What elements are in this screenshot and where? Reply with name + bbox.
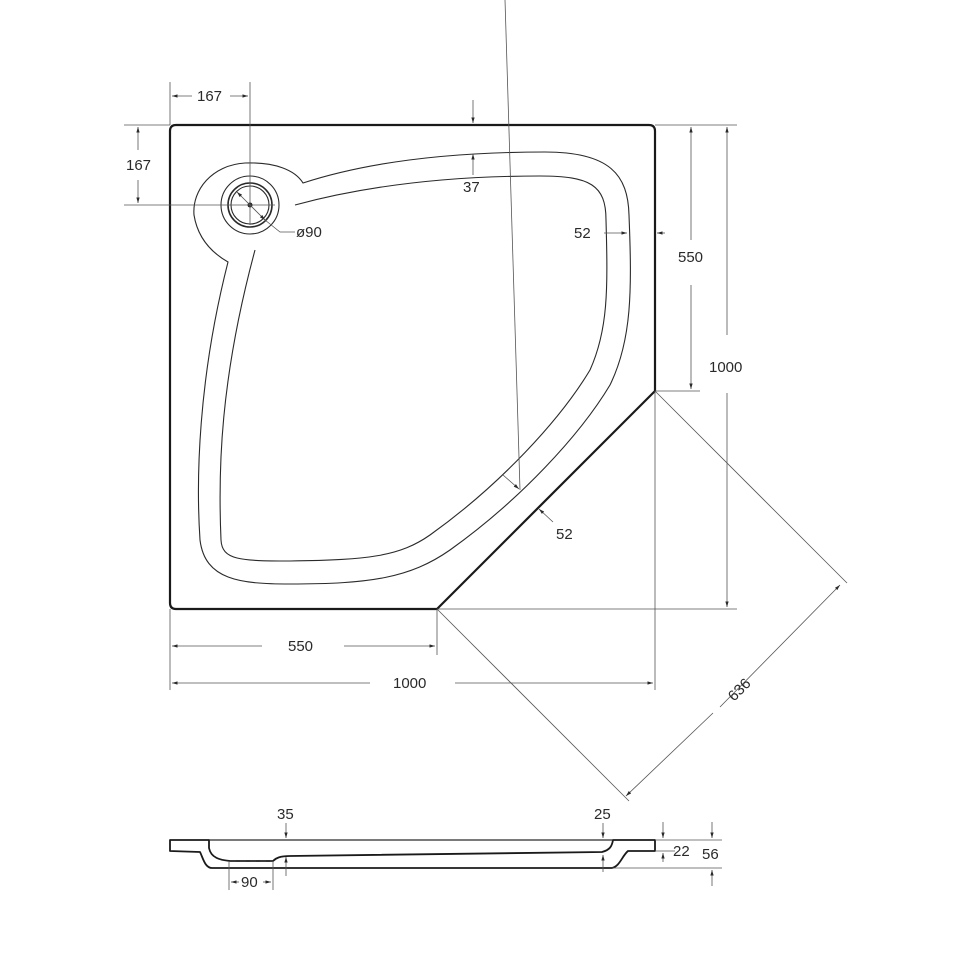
plan-view: ø90 167 167 37 52 52 550 <box>124 0 848 802</box>
section-profile <box>169 839 656 869</box>
rim-right-label: 52 <box>574 225 591 242</box>
basin-inner-edge <box>219 175 608 562</box>
width-total-label: 1000 <box>393 675 426 692</box>
depth-left-label: 35 <box>277 806 294 823</box>
section-view: 35 25 90 22 56 <box>169 806 722 891</box>
basin-outer-edge <box>193 151 631 585</box>
rim-diagonal-label: 52 <box>556 526 573 543</box>
drain-diameter-label: ø90 <box>296 224 322 241</box>
tray-outline <box>168 123 657 611</box>
drain-offset-x-label: 167 <box>197 88 222 105</box>
diagonal-label: 636 <box>725 675 755 705</box>
depth-right-label: 25 <box>594 806 611 823</box>
rim-top-label: 37 <box>463 179 480 196</box>
height-total-label: 1000 <box>709 359 742 376</box>
side-bottom-label: 550 <box>288 638 313 655</box>
side-right-label: 550 <box>678 249 703 266</box>
drain-width-label: 90 <box>241 874 258 891</box>
flange-label: 22 <box>673 843 690 860</box>
total-height-label: 56 <box>702 846 719 863</box>
drain-offset-y-label: 167 <box>126 157 151 174</box>
